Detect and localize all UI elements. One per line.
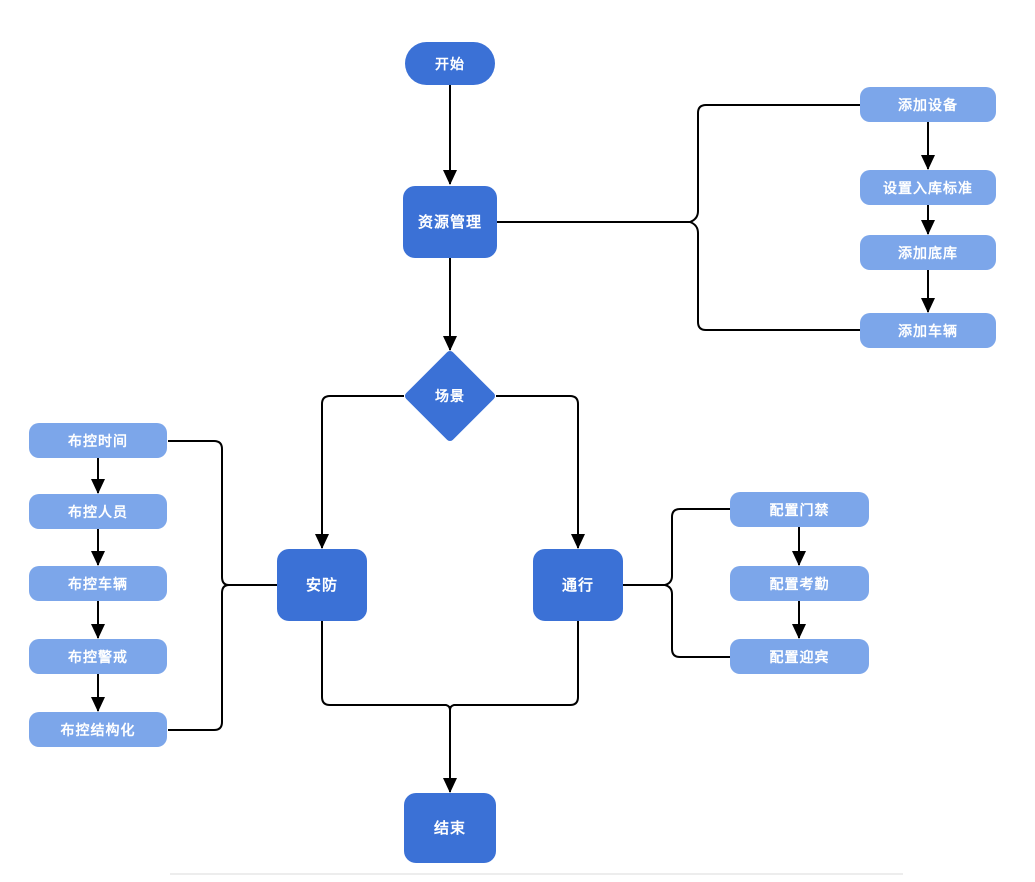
node-control-alert-label: 布控警戒 [68, 648, 128, 665]
node-scene-label: 场景 [435, 388, 465, 404]
connector-scene-security [315, 395, 404, 549]
node-set-entry-standard[interactable]: 设置入库标准 [860, 170, 996, 205]
node-control-person[interactable]: 布控人员 [29, 494, 167, 529]
node-passage-label: 通行 [561, 576, 594, 594]
connector-right-bracket-bottom [664, 584, 730, 658]
connector-bracket-right-top [689, 104, 860, 223]
node-config-door-access[interactable]: 配置门禁 [730, 492, 869, 527]
node-start[interactable]: 开始 [405, 42, 495, 85]
node-security[interactable]: 安防 [277, 549, 367, 621]
node-config-welcome[interactable]: 配置迎宾 [730, 639, 869, 674]
node-control-time[interactable]: 布控时间 [29, 423, 167, 458]
node-control-alert[interactable]: 布控警戒 [29, 639, 167, 674]
node-config-door-access-label: 配置门禁 [769, 501, 830, 518]
node-control-person-label: 布控人员 [68, 503, 128, 520]
connector-security-merge [321, 621, 451, 711]
node-security-label: 安防 [305, 576, 338, 594]
node-config-attendance[interactable]: 配置考勤 [730, 566, 869, 601]
node-add-device-label: 添加设备 [898, 96, 958, 113]
connector-right-bracket-top [664, 508, 730, 586]
node-control-vehicle-label: 布控车辆 [68, 575, 128, 592]
node-end-label: 结束 [433, 819, 466, 837]
connector-bracket-right-bottom [689, 221, 860, 331]
connector-passage-merge [449, 621, 579, 711]
node-resource-management[interactable]: 资源管理 [403, 186, 497, 258]
connector-left-bracket-bottom [168, 584, 230, 731]
connector-left-bracket-top [168, 440, 230, 586]
node-add-vehicle[interactable]: 添加车辆 [860, 313, 996, 348]
node-config-attendance-label: 配置考勤 [769, 575, 830, 592]
node-end[interactable]: 结束 [404, 793, 496, 863]
node-control-time-label: 布控时间 [68, 432, 128, 449]
node-add-vehicle-label: 添加车辆 [898, 322, 958, 339]
node-add-base-library[interactable]: 添加底库 [860, 235, 996, 270]
connector-scene-passage [496, 395, 585, 549]
node-set-entry-standard-label: 设置入库标准 [883, 179, 973, 196]
node-passage[interactable]: 通行 [533, 549, 623, 621]
node-add-base-library-label: 添加底库 [898, 244, 958, 261]
node-control-structured[interactable]: 布控结构化 [29, 712, 167, 747]
node-control-structured-label: 布控结构化 [60, 721, 136, 738]
node-resource-management-label: 资源管理 [417, 213, 482, 231]
node-config-welcome-label: 配置迎宾 [769, 648, 830, 665]
node-control-vehicle[interactable]: 布控车辆 [29, 566, 167, 601]
node-add-device[interactable]: 添加设备 [860, 87, 996, 122]
node-scene[interactable]: 场景 [403, 349, 497, 443]
node-start-label: 开始 [435, 55, 465, 72]
